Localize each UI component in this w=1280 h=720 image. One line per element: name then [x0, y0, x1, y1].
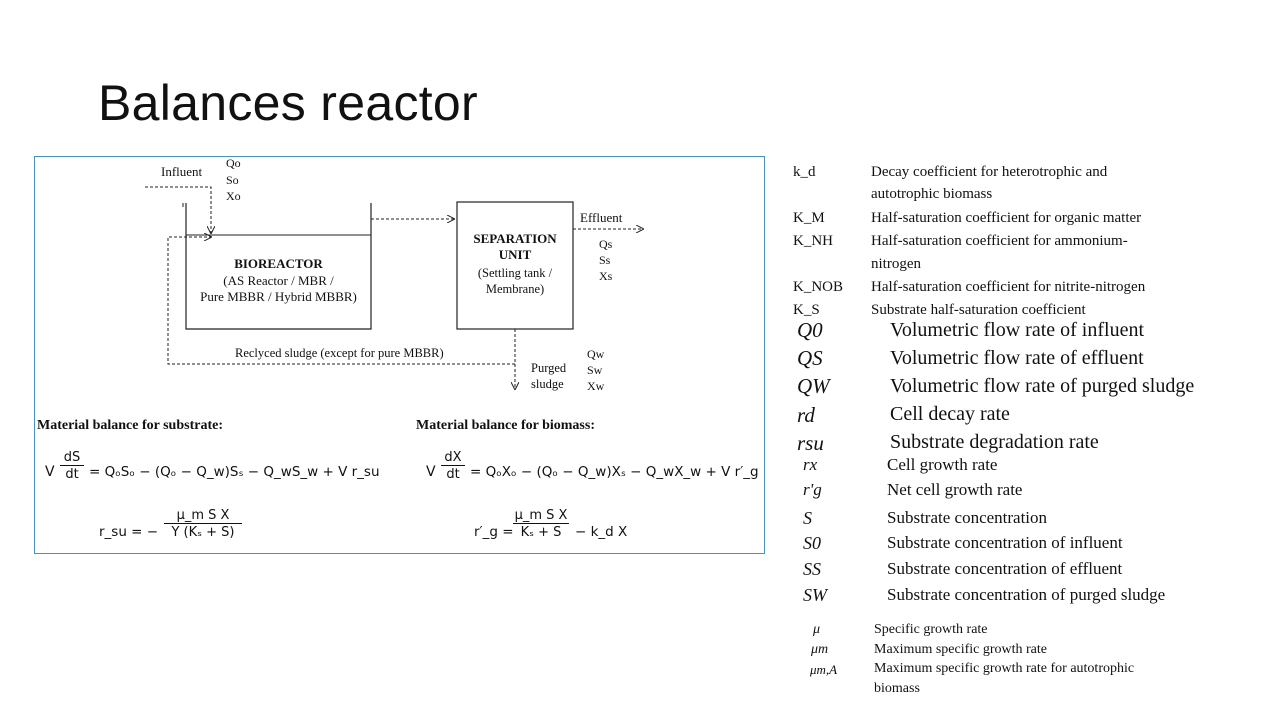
nom-sw-def: Substrate concentration of purged sludge — [887, 585, 1166, 604]
recycle-line — [167, 237, 515, 365]
separation-line2: Membrane) — [485, 282, 545, 296]
influent-s0-label: So — [226, 173, 239, 187]
nom-mum-symbol: μm — [811, 642, 829, 657]
substrate-eq-dS: dS — [63, 450, 81, 465]
purged-label-line2: sludge — [531, 377, 564, 391]
nom-km-symbol: K_M — [793, 210, 825, 226]
purged-xw-label: Xw — [587, 379, 605, 393]
rg-eq-numerator: μ_m S X — [514, 508, 568, 523]
nom-mum-def: Maximum specific growth rate — [874, 642, 1048, 657]
nom-qs-def: Volumetric flow rate of effluent — [890, 347, 1144, 369]
nom-rg-symbol: r'g — [803, 480, 822, 499]
process-diagram-lines — [145, 186, 766, 555]
nom-knh-def1: Half-saturation coefficient for ammonium… — [871, 233, 1128, 249]
biomass-eq-rhs: = QₒXₒ − (Qₒ − Q_w)Xₛ − Q_wX_w + V r′_g — [470, 464, 759, 480]
effluent-xs-label: Xs — [599, 269, 613, 283]
nom-muma-def1: Maximum specific growth rate for autotro… — [874, 661, 1135, 676]
separation-title1: SEPARATION — [473, 231, 557, 246]
substrate-eq-v: V — [45, 464, 55, 480]
rg-eq-fraction: μ_m S X Kₛ + S — [513, 508, 569, 540]
influent-q0-label: Qo — [226, 156, 241, 170]
nom-ss-def: Substrate concentration of effluent — [887, 559, 1123, 578]
nom-muma-symbol: μm,A — [810, 662, 838, 677]
influent-label: Influent — [161, 164, 203, 179]
biomass-eq-v: V — [426, 464, 436, 480]
recycle-label: Reclyced sludge (except for pure MBBR) — [233, 346, 446, 361]
nom-s-def: Substrate concentration — [887, 508, 1048, 527]
nom-s-symbol: S — [803, 508, 812, 528]
nom-rd-symbol: rd — [797, 403, 815, 427]
rg-eq-tail: − k_d X — [575, 524, 628, 540]
effluent-ss-label: Ss — [599, 253, 611, 267]
effluent-qs-label: Qs — [599, 237, 613, 251]
nom-muma-def2: biomass — [874, 681, 920, 696]
influent-flow-line — [145, 186, 211, 233]
substrate-eq-derivative: dS dt — [60, 450, 84, 482]
rsu-eq-lhs: r_su = − — [99, 524, 159, 540]
nom-km-def: Half-saturation coefficient for organic … — [871, 210, 1142, 226]
substrate-eq-dt: dt — [60, 465, 84, 482]
bioreactor-line1: (AS Reactor / MBR / — [223, 273, 334, 288]
reactor-figure: Influent Qo So Xo BIOREACTOR (AS Reactor… — [34, 156, 765, 554]
biomass-eq-dt: dt — [441, 465, 465, 482]
nom-qw-symbol: QW — [797, 374, 830, 398]
nom-rsu-symbol: rsu — [797, 431, 824, 455]
nom-q0-def: Volumetric flow rate of influent — [890, 319, 1145, 341]
rsu-eq-denominator: Y (Kₛ + S) — [164, 523, 242, 540]
nom-q0-symbol: Q0 — [797, 318, 823, 342]
rg-eq-lhs: r′_g = — [474, 524, 514, 540]
influent-x0-label: Xo — [226, 189, 241, 203]
rg-eq-denominator: Kₛ + S — [513, 523, 569, 540]
bioreactor-line2: Pure MBBR / Hybrid MBBR) — [200, 289, 357, 304]
nom-kd-symbol: k_d — [793, 164, 816, 180]
substrate-eq-rhs: = QₒSₒ − (Qₒ − Q_w)Sₛ − Q_wS_w + V r_su — [89, 464, 380, 480]
nom-knob-def: Half-saturation coefficient for nitrite-… — [871, 279, 1146, 295]
purged-label-line1: Purged — [531, 361, 567, 375]
nom-knh-symbol: K_NH — [793, 233, 833, 249]
nom-mu-def: Specific growth rate — [874, 622, 988, 637]
nom-kd-def2: autotrophic biomass — [871, 186, 993, 202]
nom-kd-def1: Decay coefficient for heterotrophic and — [871, 164, 1108, 180]
biomass-eq-dX: dX — [444, 450, 462, 465]
rsu-eq-numerator: μ_m S X — [176, 508, 230, 523]
biomass-balance-heading: Material balance for biomass: — [416, 418, 595, 433]
nom-qw-def: Volumetric flow rate of purged sludge — [890, 375, 1195, 397]
nom-s0-symbol: S0 — [803, 533, 821, 553]
bioreactor-tank — [185, 203, 372, 330]
slide-title: Balances reactor — [98, 75, 478, 131]
effluent-label: Effluent — [580, 210, 623, 225]
nom-ks-symbol: K_S — [793, 302, 820, 318]
bioreactor-title: BIOREACTOR — [234, 256, 323, 271]
nom-ss-symbol: SS — [803, 559, 821, 579]
nom-rx-def: Cell growth rate — [887, 455, 998, 474]
nom-knh-def2: nitrogen — [871, 256, 921, 272]
nom-rsu-def: Substrate degradation rate — [890, 431, 1099, 453]
nom-knob-symbol: K_NOB — [793, 279, 844, 295]
nom-rd-def: Cell decay rate — [890, 403, 1010, 425]
nom-sw-symbol: SW — [803, 585, 827, 605]
biomass-eq-derivative: dX dt — [441, 450, 465, 482]
nom-rg-def: Net cell growth rate — [887, 480, 1023, 499]
substrate-balance-heading: Material balance for substrate: — [37, 418, 223, 433]
nom-s0-def: Substrate concentration of influent — [887, 533, 1123, 552]
nom-qs-symbol: QS — [797, 346, 823, 370]
rsu-eq-fraction: μ_m S X Y (Kₛ + S) — [164, 508, 242, 540]
purged-qw-label: Qw — [587, 347, 605, 361]
separation-line1: (Settling tank / — [477, 266, 553, 280]
separation-title2: UNIT — [498, 247, 532, 262]
nom-mu-symbol: μ — [813, 622, 821, 637]
purged-sw-label: Sw — [587, 363, 603, 377]
nom-ks-def: Substrate half-saturation coefficient — [871, 302, 1086, 318]
nom-rx-symbol: rx — [803, 455, 818, 474]
